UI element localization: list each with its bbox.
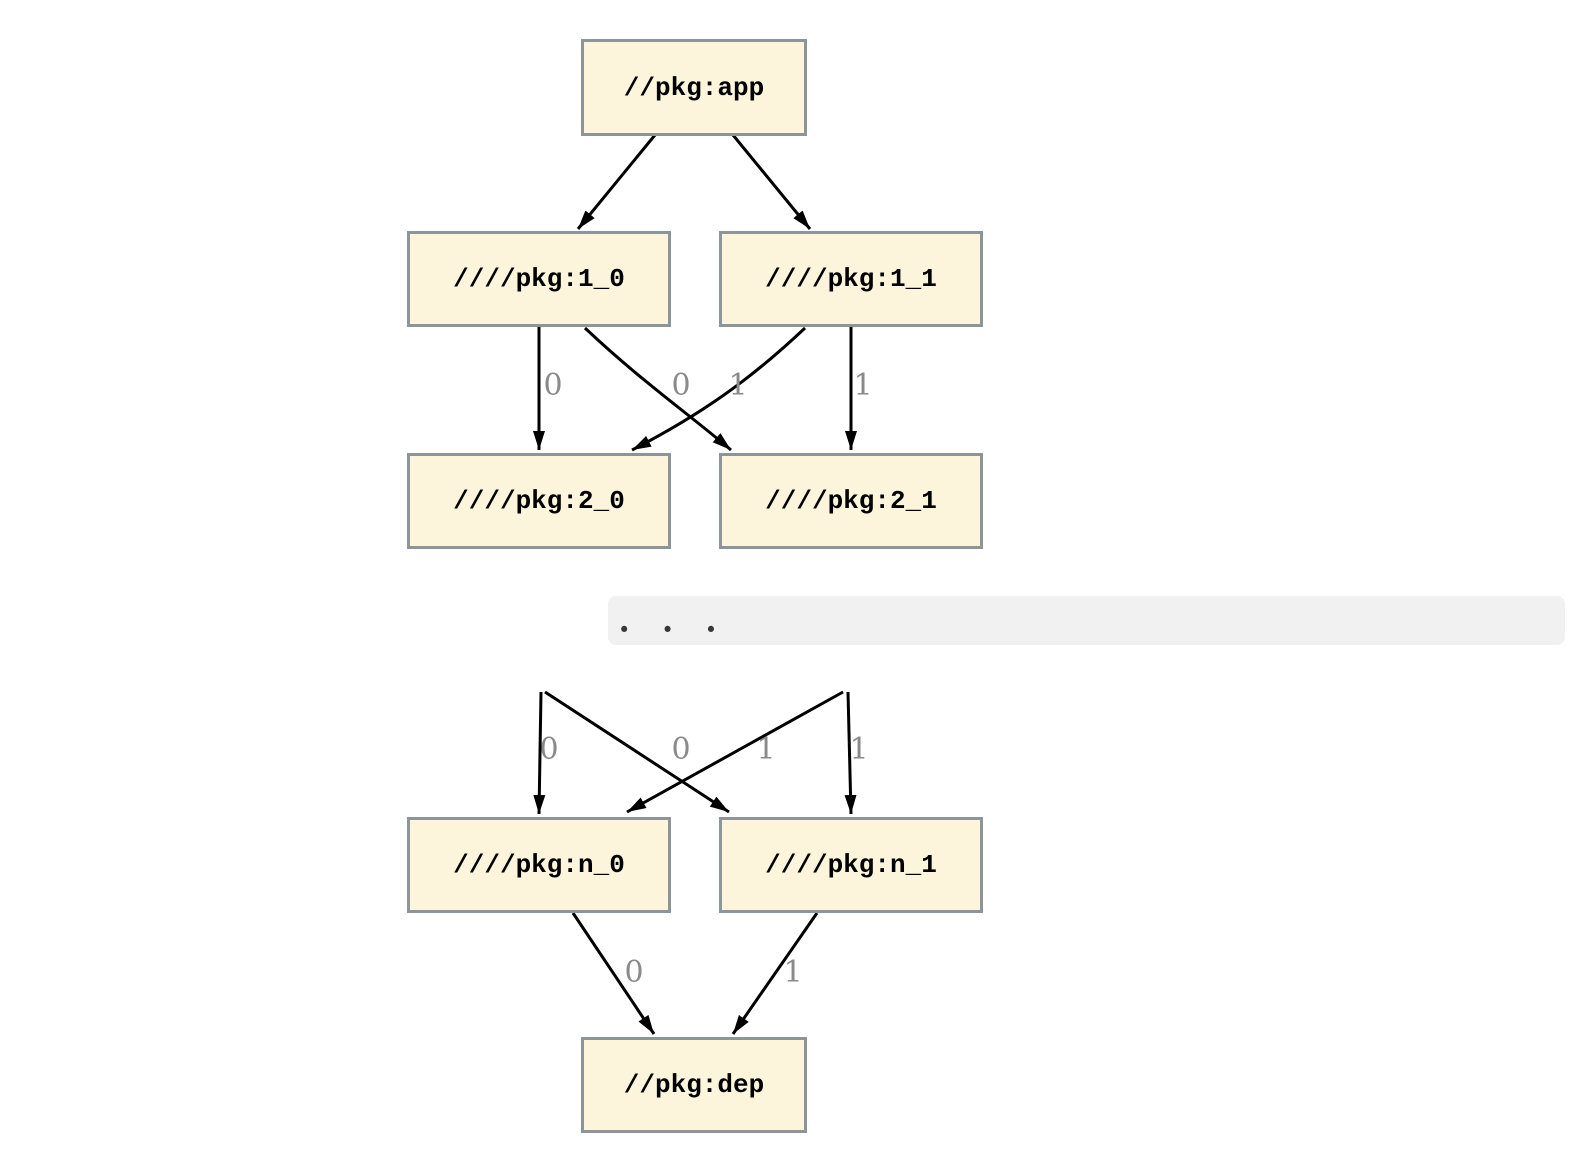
edge-1_1-to-2_0 [631, 326, 807, 452]
elided-levels-band [608, 596, 1565, 645]
ellipsis-dot: • [704, 618, 718, 642]
node-pkg-1_1: ////pkg:1_1 [719, 231, 983, 327]
node-label: ////pkg:2_1 [765, 486, 937, 516]
edge-app-to-1_1 [731, 134, 812, 230]
edge-label: 1 [728, 368, 748, 403]
edge-label: 0 [543, 368, 563, 403]
edge-label: 1 [853, 368, 873, 403]
edge-elided-to-n_0-cross [626, 690, 844, 814]
edge-label: 1 [783, 955, 803, 990]
node-pkg-2_0: ////pkg:2_0 [407, 453, 671, 549]
edge-n_1-to-dep [731, 912, 819, 1035]
node-pkg-n_1: ////pkg:n_1 [719, 817, 983, 913]
ellipsis-dot: • [618, 618, 631, 642]
node-pkg-n_0: ////pkg:n_0 [407, 817, 671, 913]
edge-1_0-to-2_1 [583, 326, 732, 452]
edge-app-to-1_0 [576, 134, 657, 230]
node-label: //pkg:dep [623, 1070, 765, 1100]
node-pkg-dep: //pkg:dep [581, 1037, 807, 1133]
edge-label: 0 [671, 732, 691, 767]
node-label: ////pkg:n_1 [765, 850, 937, 880]
edge-elided-to-n_1-cross [544, 690, 730, 814]
edge-label: 0 [671, 368, 691, 403]
node-label: ////pkg:1_1 [765, 264, 937, 294]
node-label: ////pkg:2_0 [453, 486, 625, 516]
edge-label: 1 [849, 732, 869, 767]
edge-label: 1 [756, 732, 776, 767]
node-label: //pkg:app [623, 72, 765, 103]
node-pkg-2_1: ////pkg:2_1 [719, 453, 983, 549]
edge-label: 0 [539, 732, 559, 767]
ellipsis: • • • [618, 620, 748, 641]
node-pkg-1_0: ////pkg:1_0 [407, 231, 671, 327]
node-label: ////pkg:1_0 [453, 264, 625, 294]
node-pkg-app: //pkg:app [581, 39, 807, 136]
node-label: ////pkg:n_0 [453, 850, 625, 880]
ellipsis-dot: • [661, 618, 674, 642]
edge-label: 0 [624, 955, 644, 990]
